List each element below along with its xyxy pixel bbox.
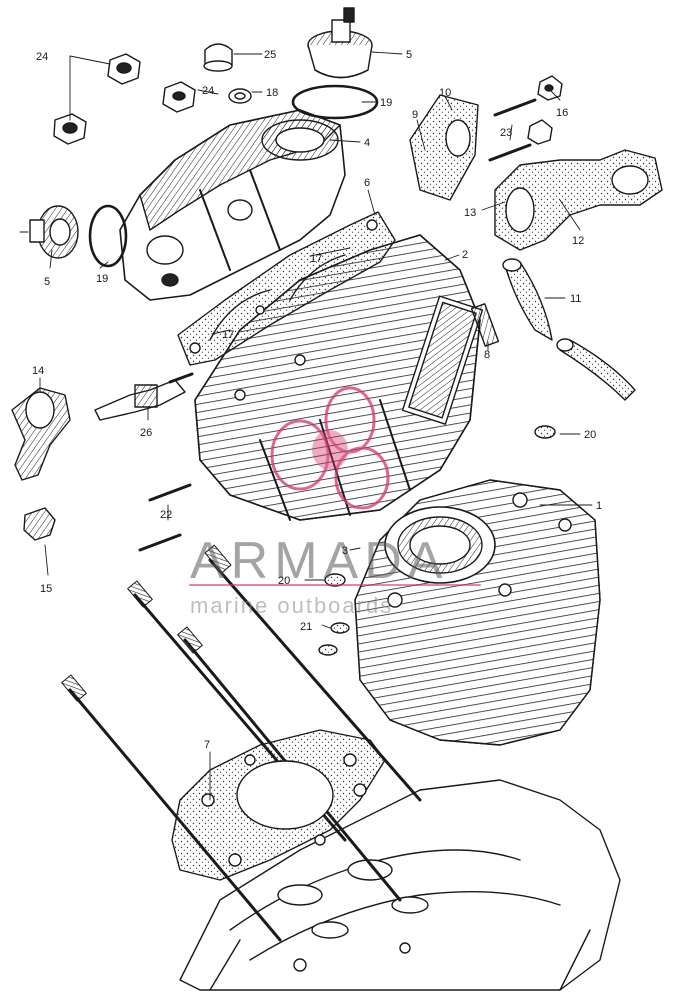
hardware-nuts xyxy=(53,43,563,145)
stud-threads xyxy=(61,544,232,702)
leader-lines xyxy=(19,51,593,801)
callout-25: 25 xyxy=(264,49,276,61)
callout-1: 1 xyxy=(596,500,602,512)
cylinder-head xyxy=(194,234,484,521)
washers xyxy=(318,425,556,656)
callout-19: 19 xyxy=(380,97,392,109)
watermark-logo: ARMADA marine outboards xyxy=(189,386,481,618)
o-rings xyxy=(88,84,379,268)
base-gasket xyxy=(171,729,386,881)
callout-17: 17 xyxy=(310,253,322,265)
short-studs xyxy=(138,98,537,552)
valve-part xyxy=(470,303,500,347)
callout-21: 21 xyxy=(300,621,312,633)
watermark-brand: ARMADA xyxy=(190,532,448,590)
callout-4: 4 xyxy=(364,137,370,149)
thermostat-cap-top xyxy=(307,7,373,79)
callout-14: 14 xyxy=(32,365,44,377)
callout-7: 7 xyxy=(204,739,210,751)
callout-24: 24 xyxy=(202,85,214,97)
callout-12: 12 xyxy=(572,235,584,247)
callout-23: 23 xyxy=(500,127,512,139)
callout-11: 11 xyxy=(570,293,581,305)
callout-18: 18 xyxy=(266,87,278,99)
callout-5: 5 xyxy=(406,49,412,61)
callout-5: 5 xyxy=(44,276,50,288)
callout-2: 2 xyxy=(462,249,468,261)
callout-20: 20 xyxy=(278,575,290,587)
outlet-gasket xyxy=(409,94,479,201)
callout-10: 10 xyxy=(439,87,451,99)
callout-19: 19 xyxy=(96,273,108,285)
plug-cap xyxy=(11,387,71,481)
callout-26: 26 xyxy=(140,427,152,439)
callout-9: 9 xyxy=(412,109,418,121)
cylinder-head-cover xyxy=(119,109,346,301)
logo-mark-icon xyxy=(270,386,390,510)
callout-13: 13 xyxy=(464,207,476,219)
outlet-elbow xyxy=(494,149,663,251)
clip xyxy=(23,507,56,541)
hoses xyxy=(502,258,636,401)
callout-24: 24 xyxy=(36,51,48,63)
callout-22: 22 xyxy=(160,509,172,521)
cylinder-block xyxy=(354,479,601,746)
callout-15: 15 xyxy=(40,583,52,595)
spark-plug xyxy=(94,372,194,421)
callout-17: 17 xyxy=(222,329,234,341)
callout-6: 6 xyxy=(364,177,370,189)
callout-20: 20 xyxy=(584,429,596,441)
callout-labels: 24 25 5 24 18 19 4 9 10 23 16 6 13 12 5 … xyxy=(32,49,602,751)
callout-8: 8 xyxy=(484,349,490,361)
watermark-tagline: marine outboards xyxy=(190,593,393,618)
callout-3: 3 xyxy=(342,545,348,557)
callout-16: 16 xyxy=(556,107,568,119)
thermostat-cap-left xyxy=(29,205,79,259)
